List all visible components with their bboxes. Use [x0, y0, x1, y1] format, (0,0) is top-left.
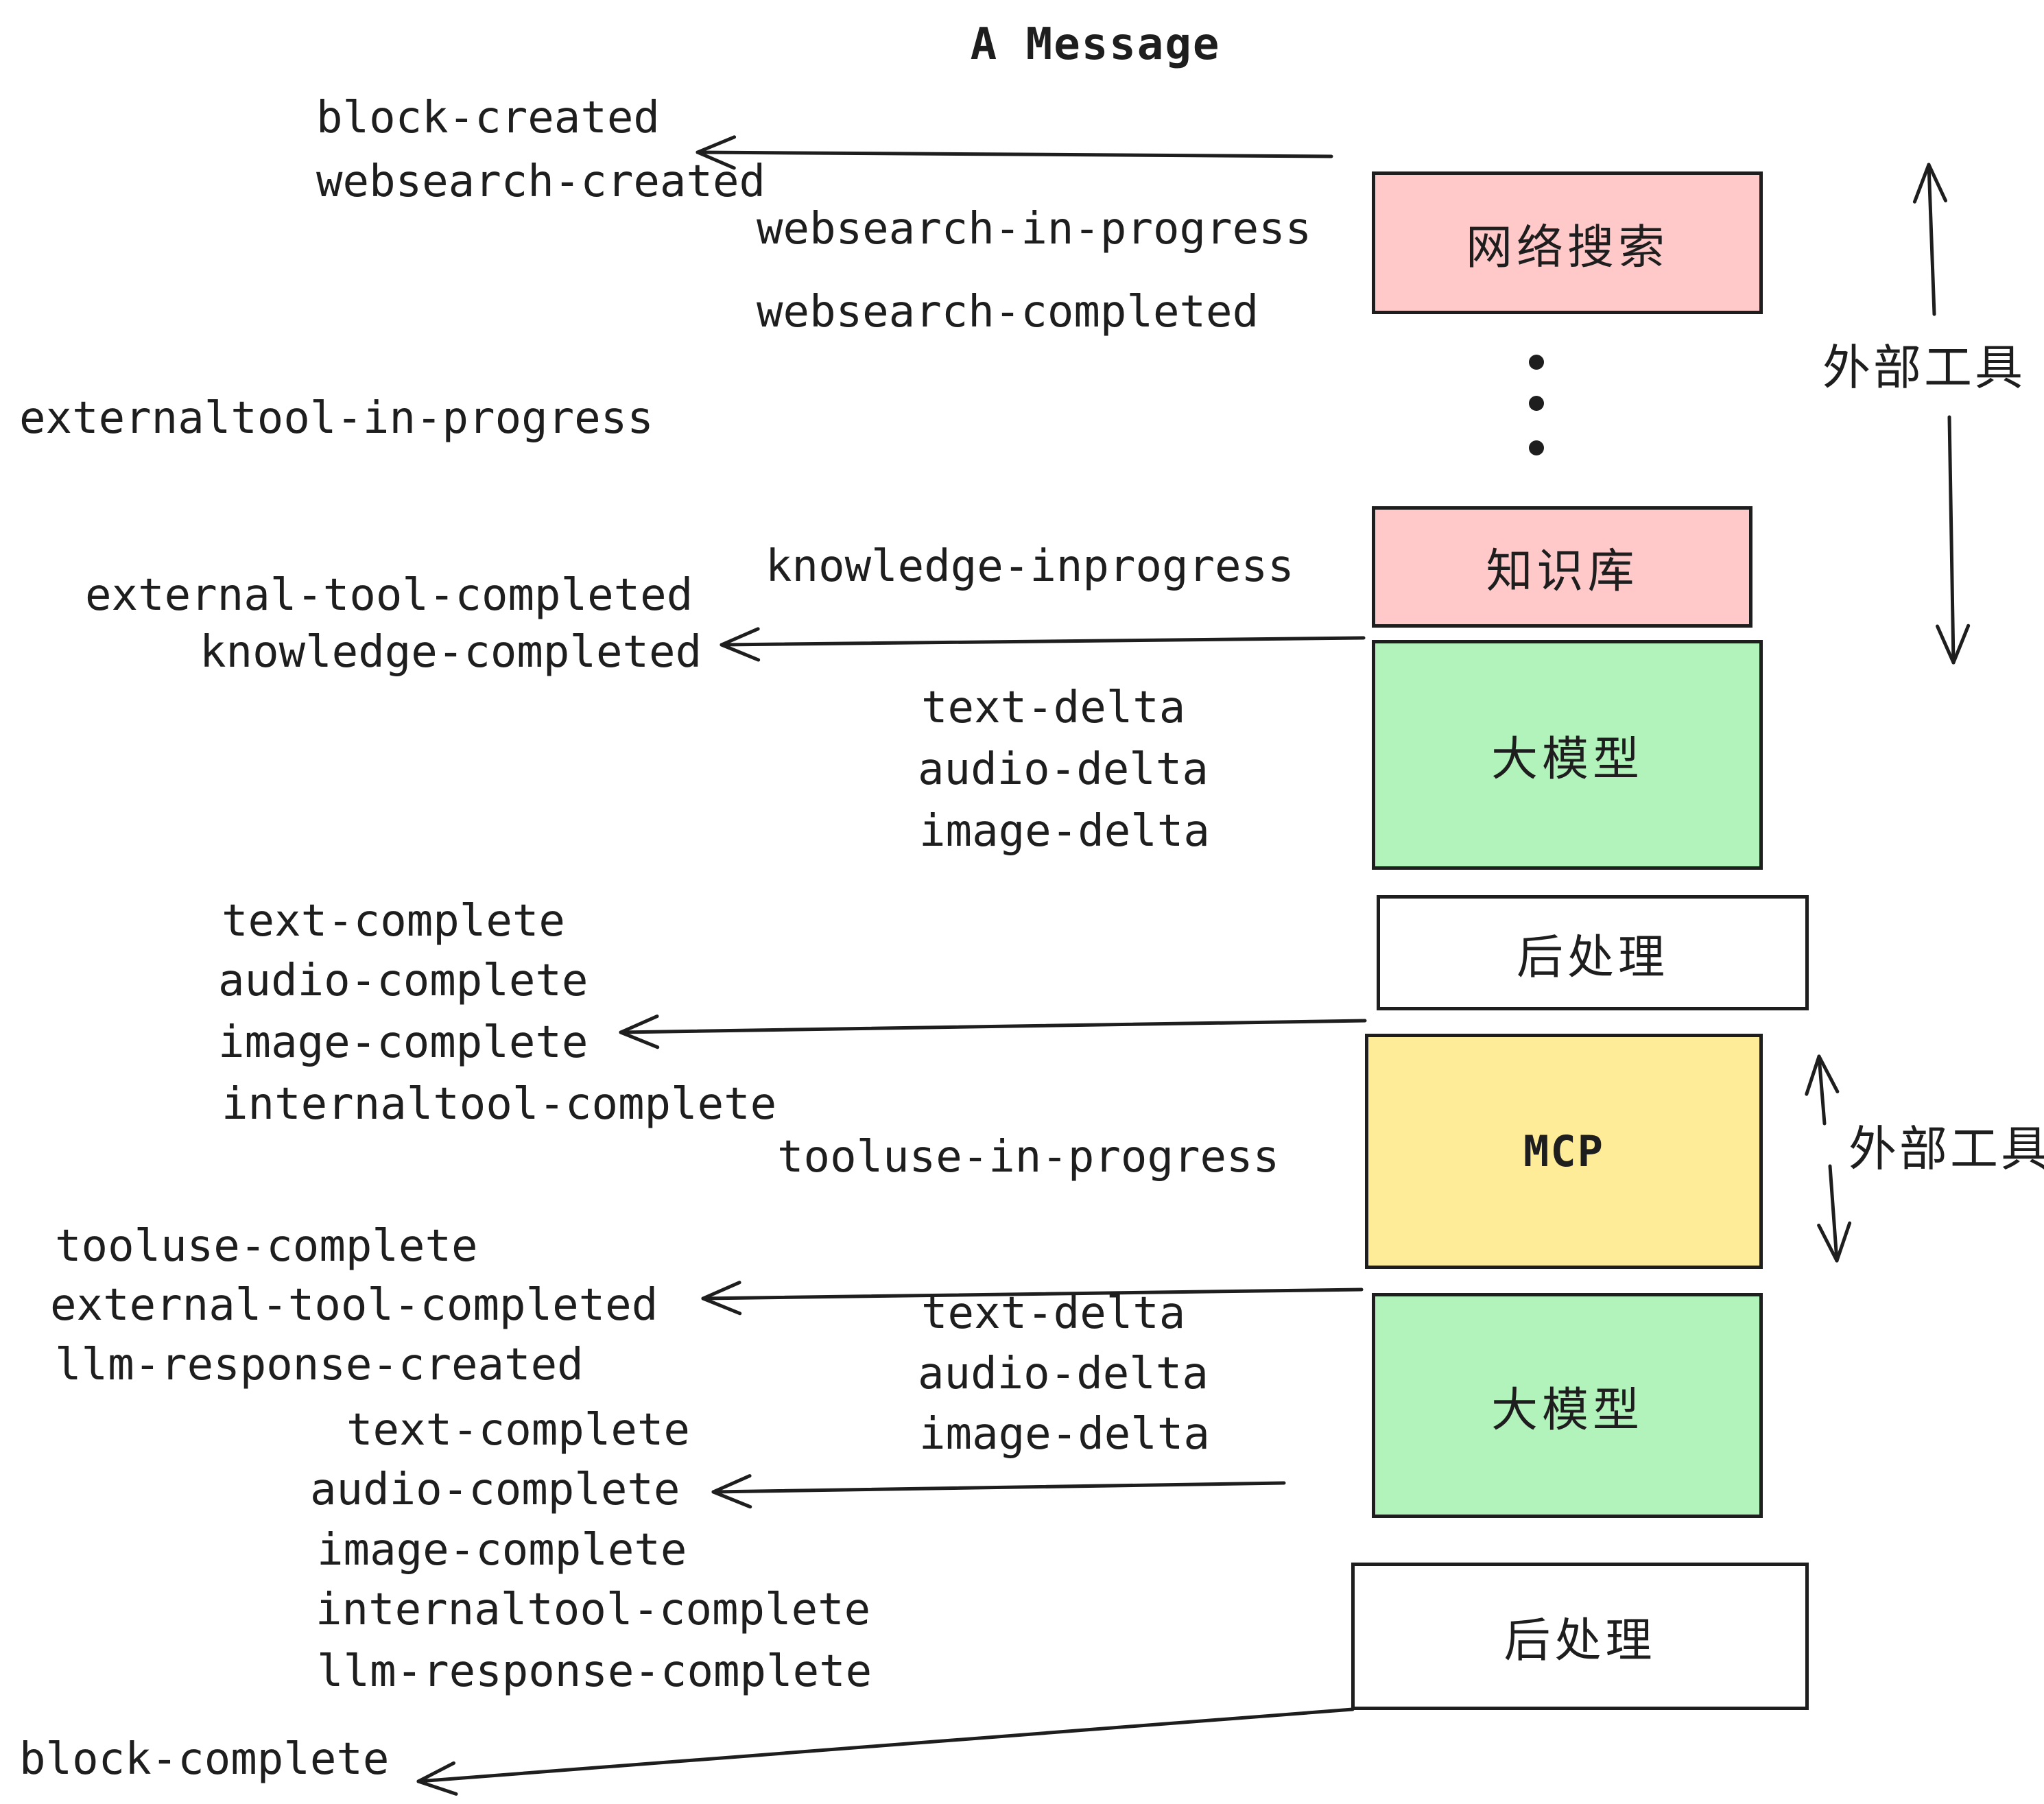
event-label-audio-complete-1: audio-complete [218, 956, 589, 1006]
event-label-knowledge-completed: knowledge-completed [200, 627, 702, 678]
event-label-text-complete-2: text-complete [346, 1405, 690, 1456]
diagram-title: A Message [970, 19, 1221, 70]
event-label-external-tool-completed-2: external-tool-completed [50, 1280, 658, 1331]
event-label-block-created: block-created [316, 93, 660, 143]
event-label-text-delta-2: text-delta [921, 1288, 1186, 1339]
box-postproc-2: 后处理 [1351, 1563, 1809, 1710]
event-label-externaltool-in-progress: externaltool-in-progress [19, 393, 654, 444]
event-label-external-tool-completed-1: external-tool-completed [85, 570, 693, 621]
event-label-tooluse-in-progress: tooluse-in-progress [777, 1132, 1280, 1183]
box-label-postproc-1: 后处理 [1516, 930, 1669, 985]
arrow-to-knowledge-completed [720, 627, 1366, 662]
event-label-internaltool-complete-2: internaltool-complete [316, 1585, 871, 1635]
arrow-to-block-complete [416, 1707, 1355, 1796]
box-label-postproc-2: 后处理 [1504, 1614, 1656, 1668]
ellipsis-dot [1529, 355, 1544, 370]
arrow-external-tools-down-2 [1817, 1164, 1852, 1263]
box-label-websearch: 网络搜索 [1465, 220, 1669, 275]
arrow-to-audio-complete [711, 1474, 1286, 1509]
box-label-llm-1: 大模型 [1490, 733, 1643, 787]
arrow-external-tools-up-2 [1805, 1054, 1840, 1126]
event-label-image-delta-1: image-delta [919, 806, 1210, 857]
box-label-knowledge: 知识库 [1486, 545, 1639, 599]
side-label-external-tools-2: 外部工具 [1849, 1121, 2044, 1177]
box-knowledge: 知识库 [1372, 506, 1752, 628]
box-label-llm-2: 大模型 [1490, 1383, 1643, 1438]
event-label-websearch-created: websearch-created [316, 156, 766, 207]
event-label-audio-delta-2: audio-delta [918, 1349, 1209, 1399]
arrow-to-block-created [696, 135, 1333, 170]
event-label-image-complete-2: image-complete [317, 1525, 687, 1576]
event-label-tooluse-complete: tooluse-complete [55, 1221, 478, 1272]
arrow-external-tools-up-1 [1912, 163, 1948, 316]
event-label-websearch-in-progress: websearch-in-progress [757, 204, 1312, 254]
event-label-llm-response-complete: llm-response-complete [317, 1646, 872, 1697]
event-label-audio-complete-2: audio-complete [310, 1464, 680, 1515]
event-label-image-complete-1: image-complete [218, 1017, 589, 1068]
event-label-audio-delta-1: audio-delta [918, 744, 1209, 795]
box-postproc-1: 后处理 [1377, 895, 1809, 1010]
arrow-to-image-complete [619, 1014, 1367, 1049]
event-label-text-delta-1: text-delta [921, 683, 1186, 733]
box-label-mcp: MCP [1523, 1126, 1604, 1176]
event-label-llm-response-created: llm-response-created [55, 1340, 584, 1390]
ellipsis-dot [1529, 396, 1544, 411]
ellipsis-dot [1529, 440, 1544, 455]
arrow-external-tools-down-1 [1936, 415, 1971, 665]
event-label-knowledge-inprogress: knowledge-inprogress [765, 541, 1294, 592]
event-label-websearch-completed: websearch-completed [757, 287, 1259, 337]
event-label-image-delta-2: image-delta [919, 1409, 1210, 1460]
side-label-external-tools-1: 外部工具 [1822, 340, 2025, 396]
box-llm-2: 大模型 [1372, 1293, 1763, 1518]
event-label-text-complete-1: text-complete [222, 896, 565, 947]
event-label-block-complete: block-complete [19, 1734, 390, 1785]
box-mcp: MCP [1365, 1034, 1763, 1269]
box-llm-1: 大模型 [1372, 640, 1763, 870]
box-websearch: 网络搜索 [1372, 171, 1763, 314]
event-label-internaltool-complete-1: internaltool-complete [222, 1079, 777, 1130]
